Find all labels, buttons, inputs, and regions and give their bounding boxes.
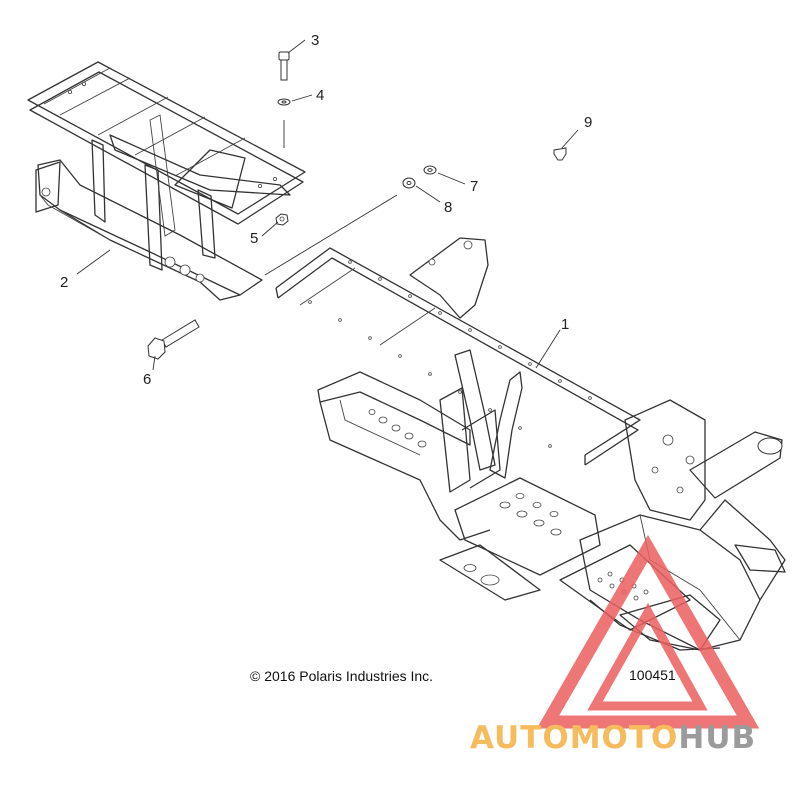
callout-9: 9 — [584, 114, 592, 131]
nut-5-drawing — [275, 213, 289, 226]
logo-triangle-inner — [587, 602, 708, 711]
callout-4: 4 — [316, 87, 324, 104]
bolt-6-drawing — [147, 319, 200, 360]
copyright-text: © 2016 Polaris Industries Inc. — [250, 668, 433, 684]
callout-8: 8 — [444, 199, 452, 216]
rear-subframe-drawing — [27, 61, 306, 301]
logo-wordmark: AUTOMOTOHUB — [470, 720, 756, 756]
callout-3: 3 — [311, 32, 319, 49]
leader-lines — [76, 39, 579, 371]
callout-5: 5 — [250, 230, 258, 247]
washer-8-drawing — [402, 177, 416, 189]
logo-word-hub: HUB — [678, 720, 756, 756]
clip-9-drawing — [553, 147, 567, 161]
callout-numbers: 1 2 3 4 5 6 7 8 9 — [60, 32, 592, 388]
callout-6: 6 — [143, 371, 151, 388]
washer-4-drawing — [277, 98, 291, 148]
left-floor-holes — [368, 409, 427, 448]
logo-triangle-outer — [536, 534, 760, 729]
hardware-drawings — [147, 51, 567, 360]
logo-word-automoto: AUTOMOTO — [470, 720, 678, 756]
callout-7: 7 — [470, 178, 478, 195]
figure-number: 100451 — [629, 667, 676, 683]
main-frame-drawing — [275, 237, 786, 651]
automotohub-logo: AUTOMOTOHUB — [470, 534, 760, 756]
bolt-3-drawing — [278, 51, 290, 81]
center-floor-holes — [499, 492, 562, 536]
nut-7-drawing — [423, 165, 437, 175]
callout-1: 1 — [561, 316, 569, 333]
rail-holes — [308, 260, 592, 448]
callout-2: 2 — [60, 274, 68, 291]
